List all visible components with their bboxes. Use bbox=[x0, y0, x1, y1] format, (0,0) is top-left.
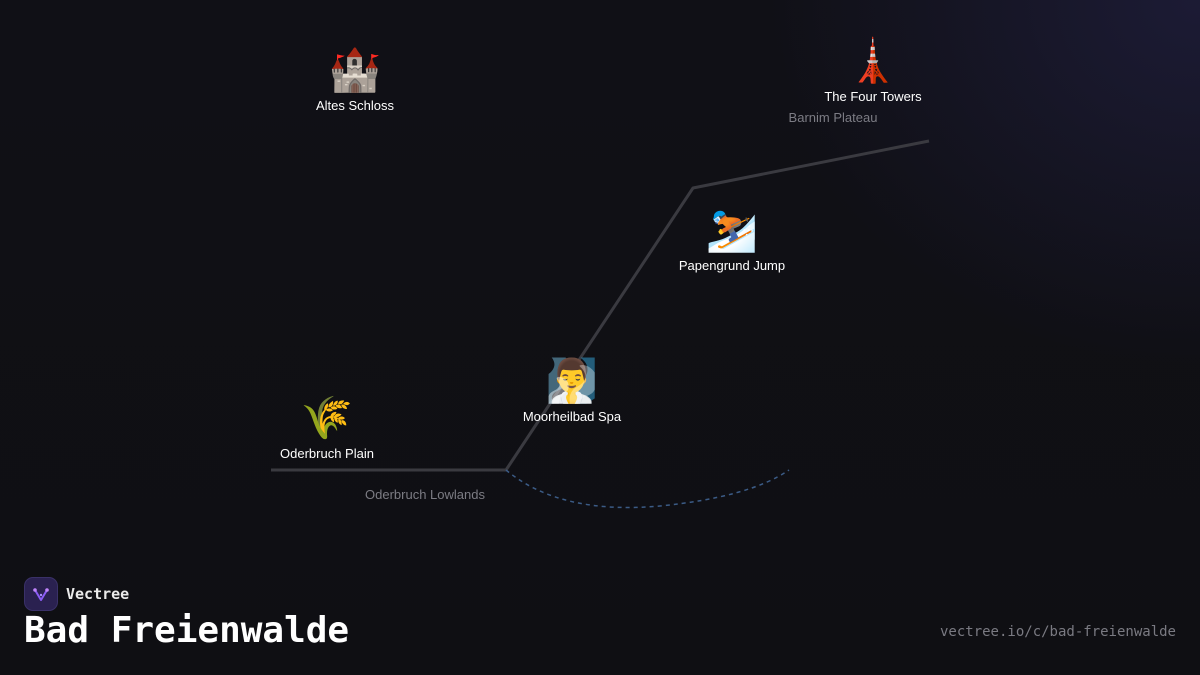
poi-altes-schloss[interactable]: 🏰 Altes Schloss bbox=[315, 45, 395, 114]
profile-line bbox=[271, 139, 930, 472]
poi-label: Moorheilbad Spa bbox=[522, 409, 622, 424]
castle-icon: 🏰 bbox=[328, 45, 382, 94]
poi-the-four-towers[interactable]: 🗼 The Four Towers bbox=[824, 36, 922, 105]
poi-oderbruch-plain[interactable]: 🌾 Oderbruch Plain bbox=[280, 393, 374, 462]
poi-moorheilbad-spa[interactable]: 🧖‍♂️ Moorheilbad Spa bbox=[522, 356, 622, 425]
poi-label: Altes Schloss bbox=[315, 98, 395, 113]
page-url[interactable]: vectree.io/c/bad-freienwalde bbox=[939, 624, 1176, 640]
poi-papengrund-jump[interactable]: ⛷️ Papengrund Jump bbox=[678, 205, 786, 274]
skier-icon: ⛷️ bbox=[705, 205, 759, 254]
region-label-oderbruch-lowlands: Oderbruch Lowlands bbox=[365, 487, 485, 502]
poi-label: The Four Towers bbox=[824, 89, 922, 104]
page-title: Bad Freienwalde bbox=[24, 610, 350, 651]
sauna-person-icon: 🧖‍♂️ bbox=[545, 356, 599, 405]
poi-label: Papengrund Jump bbox=[678, 258, 786, 273]
tower-icon: 🗼 bbox=[846, 36, 900, 85]
poi-label: Oderbruch Plain bbox=[280, 446, 374, 461]
vectree-logo-icon bbox=[24, 577, 58, 611]
brand[interactable]: Vectree bbox=[24, 577, 129, 611]
brand-name: Vectree bbox=[66, 585, 130, 603]
dashed-connector bbox=[505, 469, 790, 509]
wheat-icon: 🌾 bbox=[300, 393, 354, 442]
region-label-barnim-plateau: Barnim Plateau bbox=[788, 110, 878, 125]
